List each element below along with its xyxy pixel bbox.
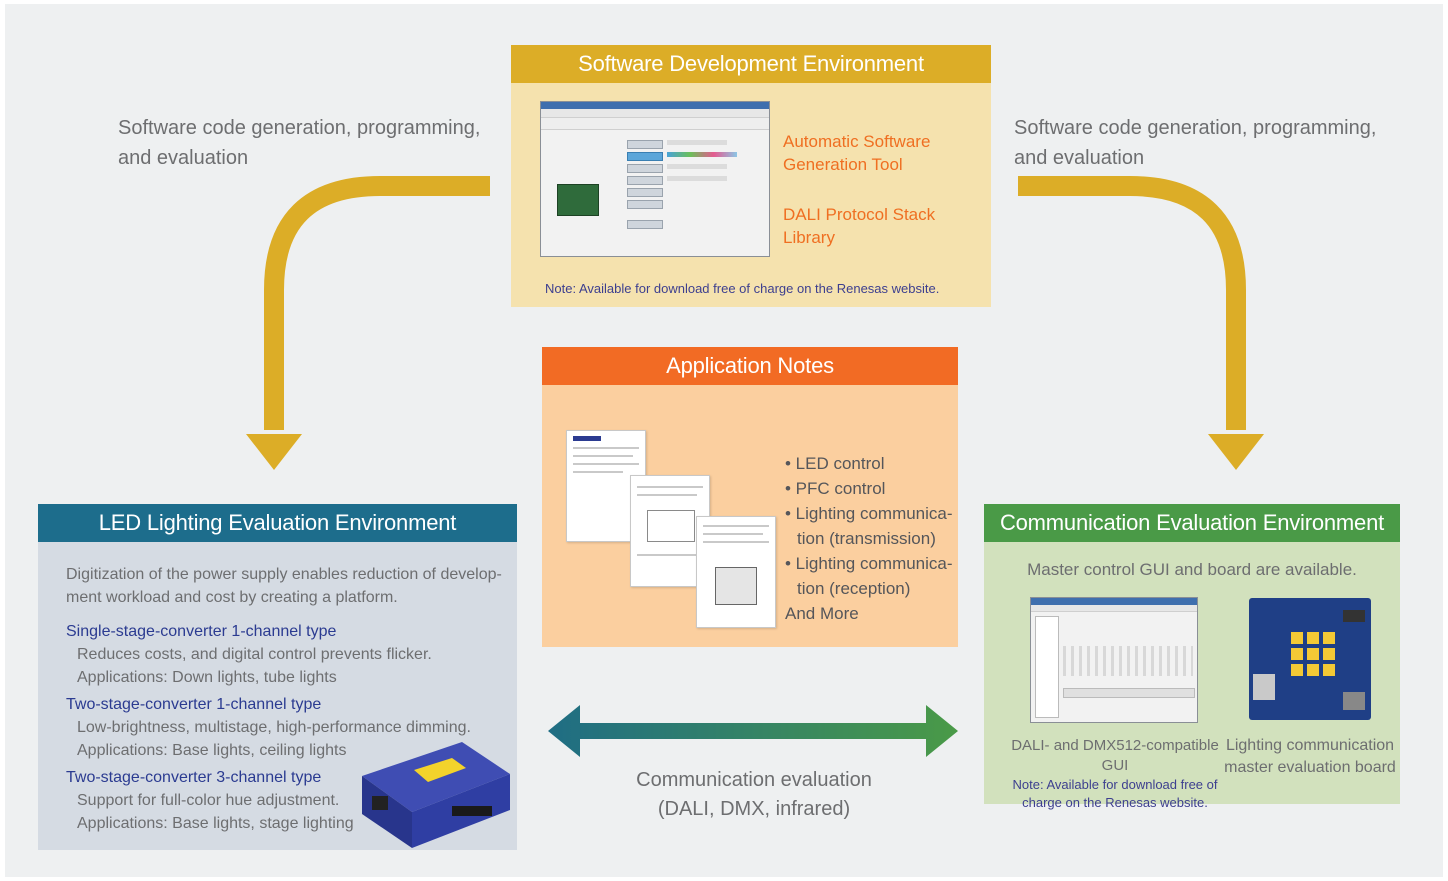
app-note-item-tx-2: tion (transmission) <box>797 529 936 548</box>
comm-env-subtitle: Master control GUI and board are availab… <box>1027 560 1357 579</box>
led-type-1-desc1: Reduces costs, and digital control preve… <box>77 646 432 663</box>
app-note-item-rx-1: • Lighting communica- <box>785 554 953 573</box>
software-tool-screenshot <box>540 101 770 257</box>
led-type-2-desc2: Applications: Base lights, ceiling light… <box>77 742 347 759</box>
board-caption: Lighting communication master evaluation… <box>1222 735 1398 779</box>
auto-software-tool-label: Automatic Software Generation Tool <box>783 130 930 176</box>
auto-software-tool-line2: Generation Tool <box>783 155 903 174</box>
app-note-doc-3 <box>696 516 776 628</box>
left-caption: Software code generation, programming, a… <box>118 113 480 173</box>
left-caption-line2: and evaluation <box>118 147 249 169</box>
app-note-item-tx-1: • Lighting communica- <box>785 504 953 523</box>
left-caption-line1: Software code generation, programming, <box>118 117 481 139</box>
comm-double-arrow <box>548 705 958 757</box>
led-type-2-desc1: Low-brightness, multistage, high-perform… <box>77 719 471 736</box>
comm-eval-line2: (DALI, DMX, infrared) <box>657 798 851 820</box>
right-caption: Software code generation, programming, a… <box>1014 113 1376 173</box>
app-notes-title: Application Notes <box>542 347 958 385</box>
gui-caption-block: DALI- and DMX512-compatible GUI Note: Av… <box>1010 736 1220 812</box>
dali-stack-line1: DALI Protocol Stack <box>783 205 936 224</box>
board-caption-line1: Lighting communication <box>1225 737 1395 754</box>
right-caption-line1: Software code generation, programming, <box>1014 117 1377 139</box>
app-note-item-rx-2: tion (reception) <box>797 579 911 598</box>
comm-env-title: Communication Evaluation Environment <box>984 504 1400 542</box>
led-type-1-desc2: Applications: Down lights, tube lights <box>77 669 337 686</box>
board-caption-line2: master evaluation board <box>1224 759 1396 776</box>
led-env-content: Digitization of the power supply enables… <box>66 563 506 835</box>
led-intro-line2: ment workload and cost by creating a pla… <box>66 589 398 606</box>
led-type-3-name: Two-stage-converter 3-channel type <box>66 769 322 786</box>
software-env-note: Note: Available for download free of cha… <box>545 281 940 296</box>
dali-dmx-gui-screenshot <box>1030 597 1198 723</box>
gui-note-line2: charge on the Renesas website. <box>1022 795 1208 810</box>
dali-stack-line2: Library <box>783 228 835 247</box>
gui-caption: DALI- and DMX512-compatible GUI <box>1011 737 1219 774</box>
led-power-unit-photo <box>362 742 510 848</box>
comm-board-photo <box>1249 598 1371 720</box>
led-type-2-name: Two-stage-converter 1-channel type <box>66 696 322 713</box>
right-gold-arrow-head <box>1208 434 1264 470</box>
gui-note-line1: Note: Available for download free of <box>1012 777 1218 792</box>
right-caption-line2: and evaluation <box>1014 147 1145 169</box>
left-gold-arrow-head <box>246 434 302 470</box>
left-gold-arrow-path <box>264 176 490 430</box>
led-type-3-desc1: Support for full-color hue adjustment. <box>77 792 340 809</box>
board-photo <box>557 184 599 216</box>
right-gold-arrow-path <box>1018 176 1246 430</box>
auto-software-tool-line1: Automatic Software <box>783 132 931 151</box>
comm-eval-line1: Communication evaluation <box>636 769 872 791</box>
led-type-3-desc2: Applications: Base lights, stage lightin… <box>77 815 354 832</box>
app-note-item-pfc: • PFC control <box>785 479 886 498</box>
app-note-item-led: • LED control <box>785 454 885 473</box>
led-env-title: LED Lighting Evaluation Environment <box>38 504 517 542</box>
app-notes-list: • LED control • PFC control • Lighting c… <box>785 451 953 626</box>
comm-eval-caption: Communication evaluation (DALI, DMX, inf… <box>598 766 910 824</box>
software-env-title: Software Development Environment <box>511 45 991 83</box>
led-type-1-name: Single-stage-converter 1-channel type <box>66 623 337 640</box>
app-note-more: And More <box>785 604 859 623</box>
dali-stack-label: DALI Protocol Stack Library <box>783 203 935 249</box>
led-intro-line1: Digitization of the power supply enables… <box>66 566 502 583</box>
